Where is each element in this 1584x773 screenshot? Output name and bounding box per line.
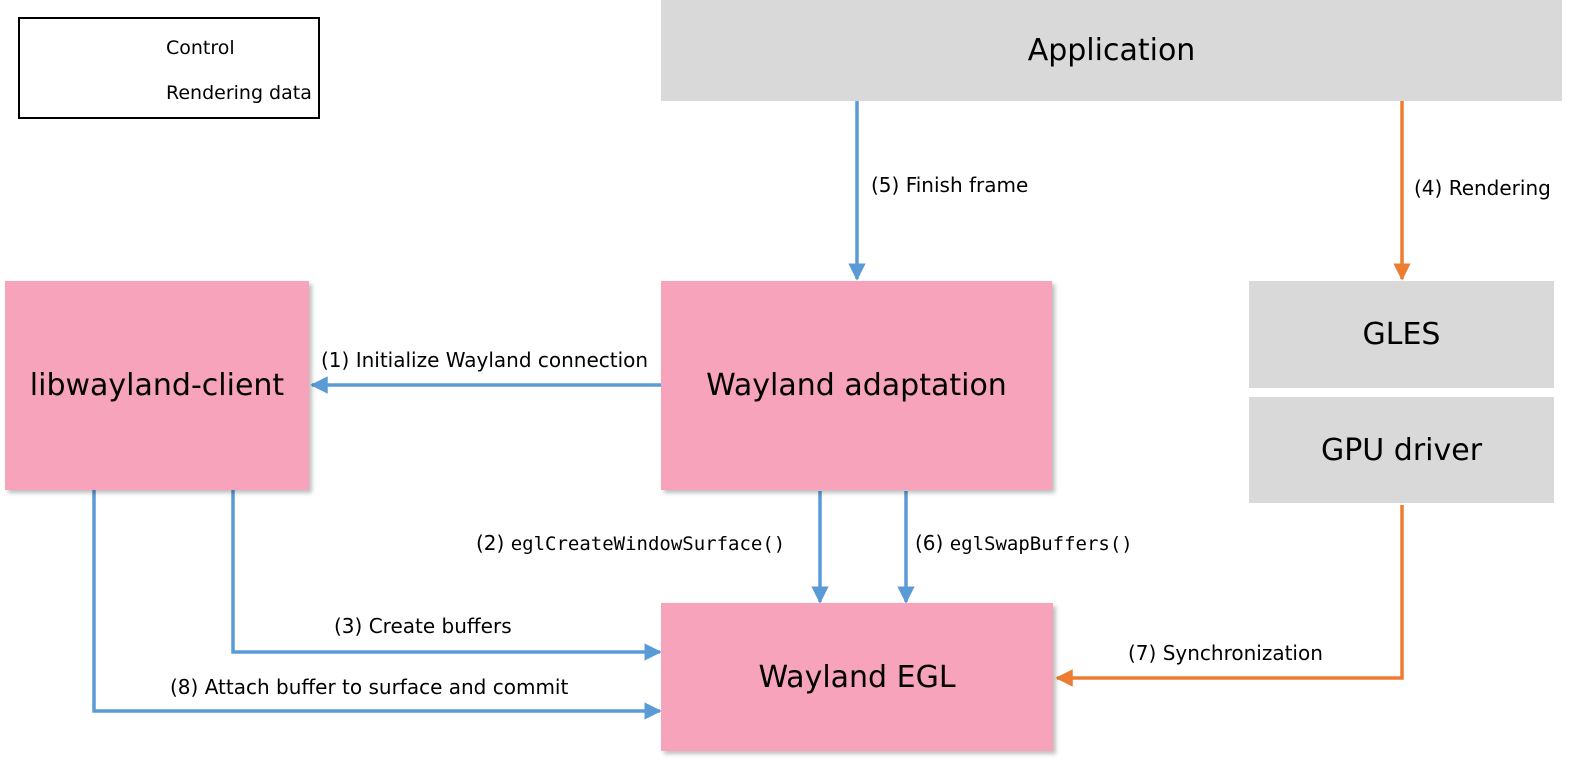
edge-4-text: Rendering (1448, 176, 1551, 200)
edge-1-text: Initialize Wayland connection (355, 348, 649, 372)
edge-1-step: (1) (321, 348, 350, 372)
edge-6-step: (6) (915, 531, 944, 555)
edge-3-label: (3) Create buffers (334, 614, 512, 638)
legend-rendering-label: Rendering data (166, 82, 312, 104)
node-gles: GLES (1249, 281, 1554, 388)
edge-8-arrow (92, 489, 662, 720)
edge-3-arrow (231, 489, 662, 661)
edge-8-text: Attach buffer to surface and commit (204, 675, 569, 699)
edge-2-step: (2) (476, 531, 505, 555)
node-gpu-driver-label: GPU driver (1320, 432, 1483, 468)
legend-control-label: Control (166, 37, 235, 59)
edge-5-label: (5) Finish frame (871, 173, 1028, 197)
edge-3-step: (3) (334, 614, 363, 638)
node-application-label: Application (1027, 33, 1196, 68)
node-libwayland-client: libwayland-client (5, 281, 309, 490)
node-libwayland-client-label: libwayland-client (29, 368, 285, 403)
node-wayland-egl: Wayland EGL (661, 603, 1053, 751)
node-gpu-driver: GPU driver (1249, 397, 1554, 503)
node-wayland-adaptation: Wayland adaptation (661, 281, 1052, 490)
edge-7-text: Synchronization (1162, 641, 1323, 665)
legend: Control Rendering data (18, 17, 320, 119)
node-wayland-egl-label: Wayland EGL (758, 659, 956, 695)
node-wayland-adaptation-label: Wayland adaptation (706, 368, 1007, 403)
edge-4-label: (4) Rendering (1414, 176, 1551, 200)
edge-5-step: (5) (871, 173, 900, 197)
edge-3-text: Create buffers (368, 614, 512, 638)
edge-8-label: (8) Attach buffer to surface and commit (170, 675, 568, 699)
edge-6-label: (6) eglSwapBuffers() (915, 531, 1133, 555)
edge-1-label: (1) Initialize Wayland connection (321, 348, 648, 372)
edge-7-arrow (1055, 505, 1404, 687)
edge-2-text: eglCreateWindowSurface() (510, 533, 786, 555)
edge-7-label: (7) Synchronization (1128, 641, 1323, 665)
edge-5-text: Finish frame (905, 173, 1029, 197)
edge-2-label: (2) eglCreateWindowSurface() (476, 531, 785, 555)
edge-4-step: (4) (1414, 176, 1443, 200)
edge-7-step: (7) (1128, 641, 1157, 665)
edge-8-step: (8) (170, 675, 199, 699)
edge-6-text: eglSwapBuffers() (949, 533, 1133, 555)
node-gles-label: GLES (1362, 317, 1441, 352)
node-application: Application (661, 0, 1562, 101)
